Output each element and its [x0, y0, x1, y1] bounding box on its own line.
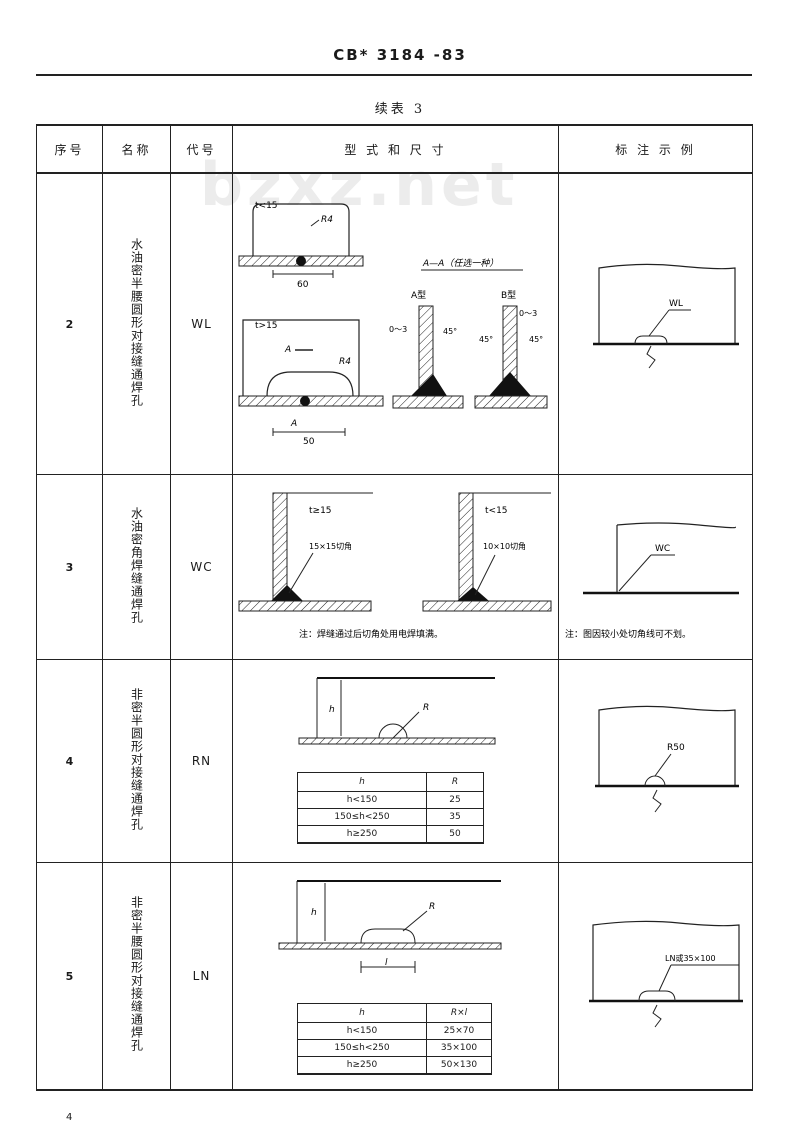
standard-number: CB* 3184 -83	[333, 46, 467, 64]
rn-h-mark: h	[329, 705, 335, 715]
row-number: 4	[36, 659, 103, 863]
dim-50-text: 50	[303, 437, 315, 447]
wc-example-label: WC	[655, 544, 670, 554]
table-row: 4 非密半圆形对接缝通焊孔 RN h R h R	[36, 659, 753, 863]
wc-chamfer-large: 15×15切角	[309, 541, 352, 551]
form-size-figure: t<15 R4 60 t>15 R4 A	[232, 172, 559, 475]
rn-size-cell: 25	[426, 791, 484, 809]
section-title-text: A—A（任选一种）	[422, 258, 498, 269]
rn-radius-mark: R	[423, 703, 429, 713]
ln-drawing: h R l	[278, 880, 502, 973]
wl-example: WL	[593, 263, 739, 369]
form-size-figure: h R l h R×l h<150	[232, 862, 559, 1091]
section-mark-bottom: A	[290, 419, 297, 429]
row-code: LN	[170, 862, 233, 1091]
wc-cond-large: t≥15	[309, 506, 332, 516]
header-rule	[36, 74, 752, 76]
rn-size-cell: 150≤h<250	[297, 808, 427, 826]
rn-example-label: R50	[667, 743, 685, 753]
wc-drawing: t≥15 15×15切角 t<15 10×10切角 注：焊缝通过后切角处用电焊填…	[238, 492, 552, 640]
col-header-no: 序号	[36, 124, 103, 174]
example-figure: WC 注：图因较小处切角线可不划。	[558, 474, 753, 660]
angle-text-a: 45°	[443, 327, 457, 336]
cond-small-text: t<15	[255, 201, 278, 211]
row-name-text: 非密半圆形对接缝通焊孔	[129, 687, 144, 831]
wl-drawing: t<15 R4 60 t>15 R4 A	[238, 201, 548, 447]
dim-60-text: 60	[297, 280, 309, 290]
ln-size-cell: 25×70	[426, 1022, 492, 1040]
row-number: 5	[36, 862, 103, 1091]
page-number: 4	[66, 1112, 73, 1123]
table-row: 3 水油密角焊缝通焊孔 WC t≥15 15×15切角	[36, 474, 753, 660]
section-mark-top: A	[284, 345, 291, 355]
row-name: 水油密角焊缝通焊孔	[102, 474, 171, 660]
ln-size-cell: 150≤h<250	[297, 1039, 427, 1057]
ln-radius-mark: R	[429, 902, 435, 912]
row-code: RN	[170, 659, 233, 863]
radius-text-lower: R4	[339, 357, 351, 367]
table-row: 5 非密半腰圆形对接缝通焊孔 LN h R l	[36, 862, 753, 1091]
type-a-text: A型	[411, 290, 426, 301]
col-header-name: 名称	[102, 124, 171, 174]
radius-text-upper: R4	[321, 215, 333, 225]
rn-size-cell: 50	[426, 825, 484, 844]
table-header-row: 序号 名称 代号 型 式 和 尺 寸 标 注 示 例	[36, 124, 753, 174]
rn-size-table: h R h<150 25 150≤h<250 35 h≥250 50	[297, 772, 484, 844]
wc-example: WC 注：图因较小处切角线可不划。	[565, 522, 739, 640]
example-figure: R50	[558, 659, 753, 863]
angle-text-b-left: 45°	[479, 335, 493, 344]
wc-cond-small: t<15	[485, 506, 508, 516]
row-name-text: 非密半腰圆形对接缝通焊孔	[129, 896, 144, 1052]
ln-size-table: h R×l h<150 25×70 150≤h<250 35×100 h≥250…	[297, 1003, 492, 1075]
ln-size-cell: 50×130	[426, 1056, 492, 1075]
rn-example: R50	[595, 705, 739, 813]
row-name-text: 水油密半腰圆形对接缝通焊孔	[129, 237, 144, 407]
wc-note: 注：焊缝通过后切角处用电焊填满。	[299, 628, 443, 640]
form-size-figure: t≥15 15×15切角 t<15 10×10切角 注：焊缝通过后切角处用电焊填…	[232, 474, 559, 660]
ln-h-mark: h	[311, 908, 317, 918]
table-row: 2 水油密半腰圆形对接缝通焊孔 WL t<15 R4	[36, 172, 753, 475]
col-header-code: 代号	[170, 124, 233, 174]
ln-example: LN或35×100	[589, 920, 743, 1028]
rn-size-cell: h<150	[297, 791, 427, 809]
row-number: 2	[36, 172, 103, 475]
rn-size-header-h: h	[297, 772, 427, 792]
rn-size-header-r: R	[426, 772, 484, 792]
example-label: WL	[669, 299, 683, 309]
weld-hole-table: 序号 名称 代号 型 式 和 尺 寸 标 注 示 例 2 水油密半腰圆形对接缝通…	[36, 124, 753, 1091]
form-size-figure: h R h R h<150 25 150≤h<2	[232, 659, 559, 863]
ln-size-header-h: h	[297, 1003, 427, 1023]
example-figure: WL	[558, 172, 753, 475]
row-name: 非密半圆形对接缝通焊孔	[102, 659, 171, 863]
rn-drawing: h R	[298, 677, 496, 745]
rn-size-cell: h≥250	[297, 825, 427, 844]
row-name-text: 水油密角焊缝通焊孔	[129, 506, 144, 624]
angle-text-b-right: 45°	[529, 335, 543, 344]
row-name: 水油密半腰圆形对接缝通焊孔	[102, 172, 171, 475]
rn-size-cell: 35	[426, 808, 484, 826]
ln-size-cell: h<150	[297, 1022, 427, 1040]
row-code: WC	[170, 474, 233, 660]
gap-text-b: 0～3	[519, 309, 537, 318]
ln-size-cell: h≥250	[297, 1056, 427, 1075]
table-continuation-label: 续表 3	[374, 102, 426, 117]
type-b-text: B型	[501, 290, 516, 301]
ln-l-mark: l	[385, 958, 388, 968]
cond-large-text: t>15	[255, 321, 278, 331]
example-figure: LN或35×100	[558, 862, 753, 1091]
wc-example-note: 注：图因较小处切角线可不划。	[565, 628, 691, 640]
ln-size-header-rl: R×l	[426, 1003, 492, 1023]
col-header-form-size: 型 式 和 尺 寸	[232, 124, 559, 174]
ln-example-label: LN或35×100	[665, 953, 716, 963]
row-name: 非密半腰圆形对接缝通焊孔	[102, 862, 171, 1091]
ln-size-cell: 35×100	[426, 1039, 492, 1057]
wc-chamfer-small: 10×10切角	[483, 541, 526, 551]
col-header-example: 标 注 示 例	[558, 124, 753, 174]
gap-text-a: 0～3	[389, 325, 407, 334]
row-code: WL	[170, 172, 233, 475]
row-number: 3	[36, 474, 103, 660]
